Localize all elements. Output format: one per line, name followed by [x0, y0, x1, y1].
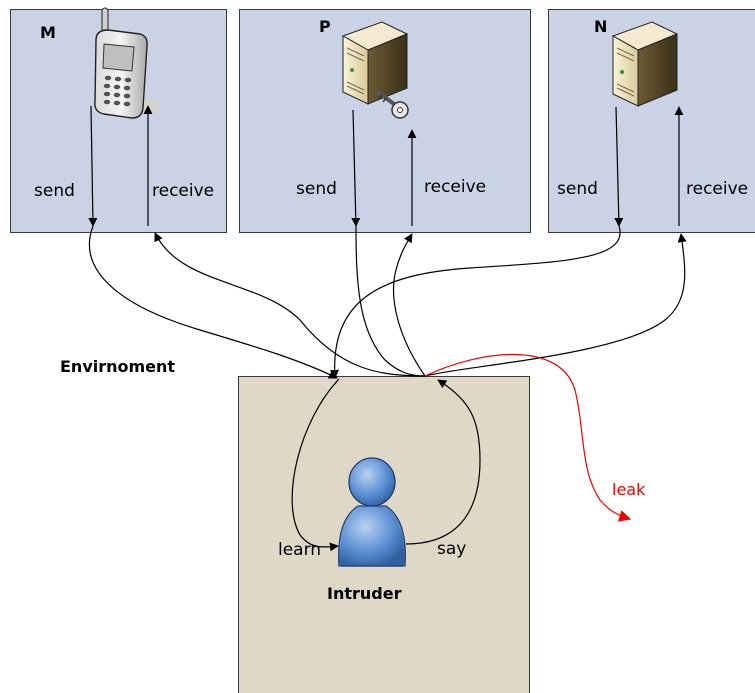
receive-label-n: receive: [686, 179, 748, 199]
person-icon: [337, 457, 407, 567]
agent-box-m: M send receive: [10, 7, 227, 233]
receive-label-m: receive: [152, 181, 214, 201]
environment-wires: [88, 225, 687, 379]
learn-label: learn: [278, 540, 321, 560]
receive-label-p: receive: [424, 177, 486, 197]
send-label-p: send: [296, 179, 337, 199]
intruder-box: Intruder learn say: [238, 376, 530, 693]
agent-box-n: N send receive: [548, 9, 755, 233]
send-label-m: send: [34, 181, 75, 201]
agent-box-p: P send receive: [239, 9, 531, 233]
say-label: say: [437, 539, 466, 559]
key-icon: [376, 90, 409, 119]
leak-label: leak: [612, 480, 646, 499]
agent-label-p: P: [319, 17, 331, 36]
send-label-n: send: [557, 179, 598, 199]
agent-label-m: M: [40, 23, 56, 42]
leak-arrow: [424, 353, 632, 522]
agent-label-n: N: [594, 17, 607, 36]
server-with-key-icon: [341, 21, 409, 119]
mobile-phone-icon: [94, 7, 160, 119]
environment-label: Envirnoment: [60, 357, 175, 376]
server-icon: [611, 21, 679, 107]
intruder-label: Intruder: [327, 584, 402, 603]
